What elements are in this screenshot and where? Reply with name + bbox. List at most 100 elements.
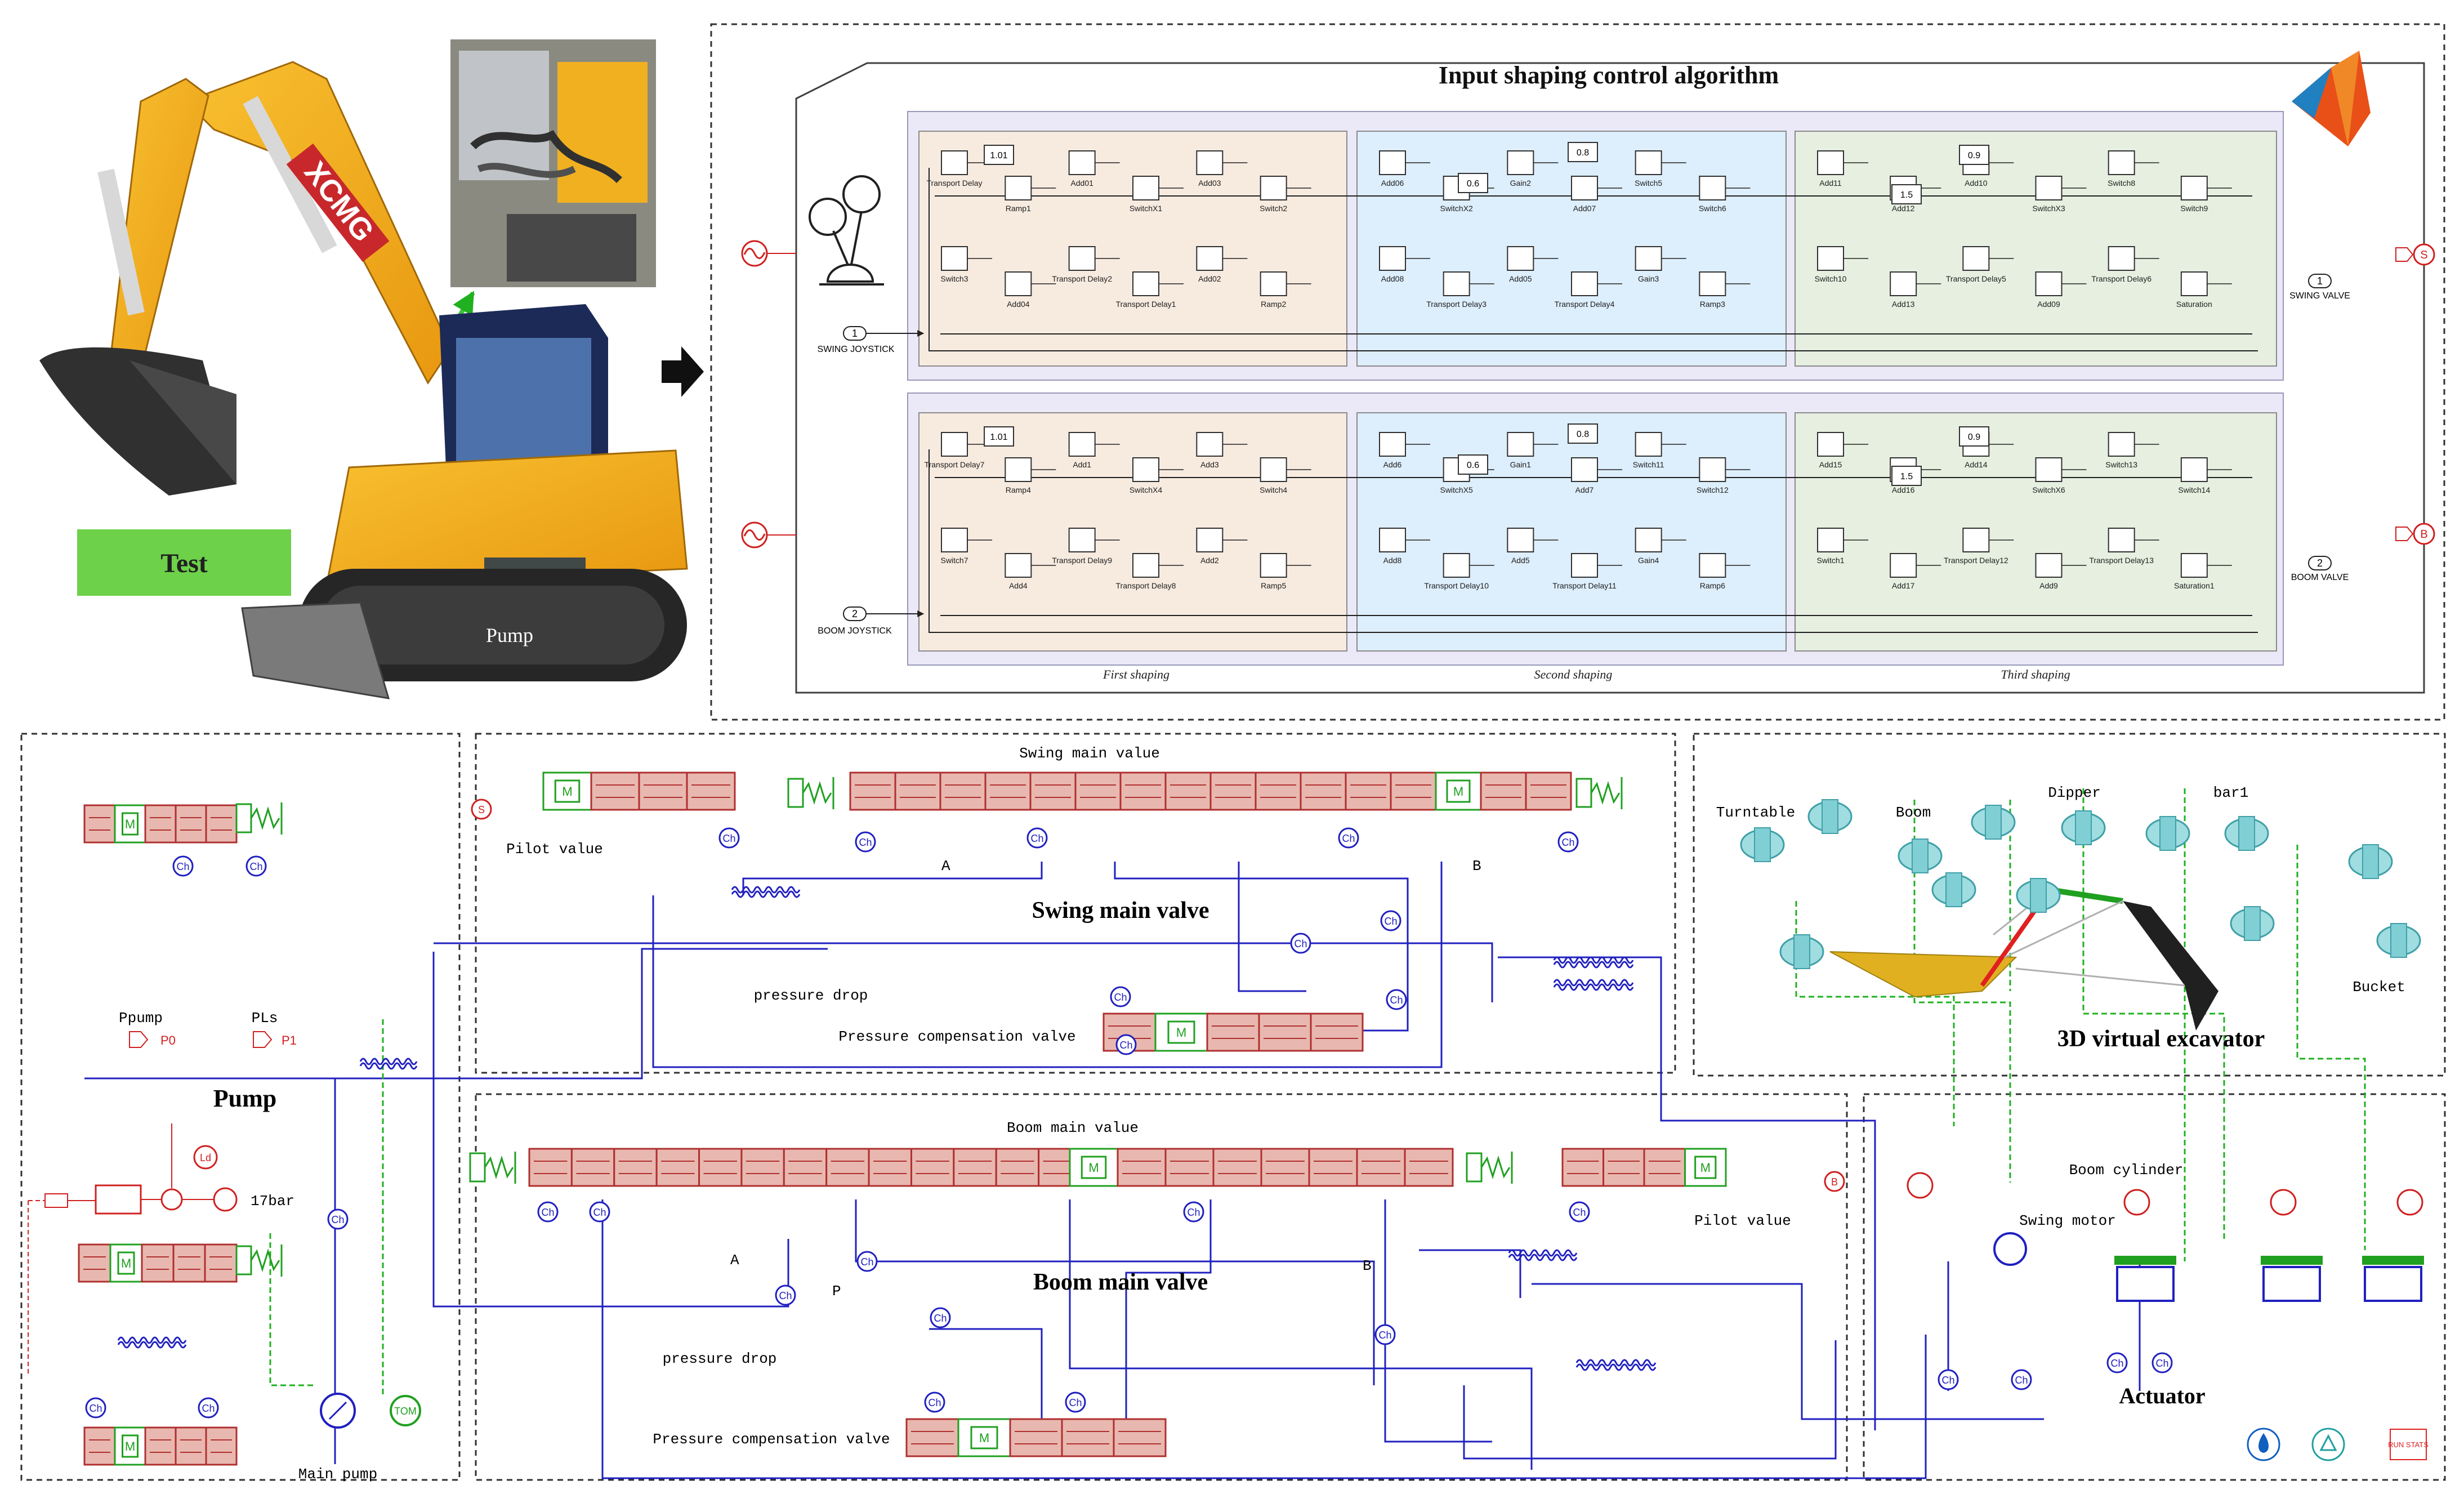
svg-text:Ch: Ch: [1390, 994, 1403, 1006]
swing-pcv-label: Pressure compensation valve: [838, 1028, 1075, 1045]
svg-text:Ramp5: Ramp5: [1261, 581, 1286, 590]
swing-valve-panel: [475, 733, 1676, 1074]
simulink-block: Transport Delay2: [1052, 246, 1120, 283]
hose-pump-0: Ch: [172, 855, 194, 877]
simulink-block: Add04: [1005, 271, 1056, 309]
svg-text:Add01: Add01: [1070, 179, 1093, 188]
simulink-block: Transport Delay10: [1424, 553, 1494, 590]
simulink-block: Ramp3: [1699, 271, 1751, 309]
pump-title: Pump: [213, 1085, 276, 1112]
swing-right-spring: [1575, 777, 1623, 809]
svg-text:Add16: Add16: [1892, 485, 1915, 494]
boom-title: Boom main valve: [1033, 1269, 1208, 1295]
svg-text:Gain4: Gain4: [1638, 556, 1659, 565]
swing-header: Swing main value: [1019, 745, 1160, 762]
simulink-block: Add6: [1379, 432, 1430, 469]
svg-text:Add02: Add02: [1198, 274, 1221, 283]
swing-main-valve-right: M: [1390, 771, 1572, 811]
hose-swing-7: Ch: [1110, 986, 1131, 1007]
svg-text:Ch: Ch: [1573, 1207, 1586, 1218]
svg-text:B: B: [1831, 1176, 1838, 1188]
simulink-subsystem-1: Transport DelayRamp1Add01SwitchX1Add03Sw…: [907, 111, 2284, 381]
svg-text:Transport Delay1: Transport Delay1: [1116, 300, 1176, 309]
constant-block: 0.9: [1959, 145, 1989, 165]
svg-text:Saturation: Saturation: [2176, 300, 2212, 309]
brand-plate: [286, 143, 390, 262]
pump-control-valve: M: [83, 1426, 238, 1466]
svg-text:Ch: Ch: [249, 861, 262, 872]
simulink-block: Add06: [1379, 150, 1430, 188]
virtual-joint: [2376, 923, 2421, 958]
simulink-block: Ramp1: [1005, 176, 1056, 213]
simulink-block: Switch7: [940, 528, 992, 565]
ppump-label: Ppump: [119, 1010, 163, 1027]
hose-swing-9: Ch: [1115, 1034, 1137, 1055]
hose-swing-2: Ch: [1026, 827, 1048, 849]
virtual-title: 3D virtual excavator: [2057, 1026, 2265, 1052]
simulink-block: Gain4: [1635, 528, 1686, 565]
swing-joystick-port: 1 SWING JOYSTICK: [818, 326, 925, 354]
mechanical-domain-icon[interactable]: [2311, 1428, 2345, 1461]
run-stats-button[interactable]: RUN STATS: [2388, 1429, 2429, 1460]
svg-text:Add8: Add8: [1383, 556, 1402, 565]
svg-text:M: M: [562, 784, 572, 799]
constant-block: 1.5: [1891, 184, 1922, 204]
boom-input-tag: B: [1824, 1171, 1845, 1192]
constant-block: 0.6: [1458, 173, 1488, 193]
load-sense-spring: [235, 1245, 283, 1277]
hose-boom-5: Ch: [1183, 1201, 1204, 1223]
svg-text:0.8: 0.8: [1577, 148, 1589, 158]
svg-text:M: M: [1176, 1025, 1186, 1040]
boom-pcv-label: Pressure compensation valve: [653, 1431, 890, 1448]
simulink-block: Transport Delay4: [1555, 271, 1622, 309]
boom-cylinder-label: Boom cylinder: [2069, 1162, 2184, 1179]
svg-text:P0: P0: [160, 1033, 176, 1047]
svg-text:Add03: Add03: [1198, 179, 1221, 188]
svg-text:M: M: [125, 817, 135, 831]
svg-text:Switch13: Switch13: [2105, 460, 2137, 469]
pls-tag: P1: [253, 1031, 297, 1048]
ppump-tag: P0: [129, 1031, 176, 1048]
simulink-block: Add11: [1817, 150, 1868, 188]
swing-title: Swing main valve: [1032, 898, 1209, 924]
hose-swing-5: Ch: [1380, 910, 1401, 931]
simulink-block: Add7: [1571, 457, 1622, 494]
svg-text:SwitchX3: SwitchX3: [2032, 204, 2065, 213]
boom-left-spring: [469, 1152, 516, 1184]
pls-label: PLs: [252, 1010, 278, 1027]
svg-text:Ramp6: Ramp6: [1700, 581, 1725, 590]
test-badge: [77, 529, 291, 596]
hose-boom-1: Ch: [589, 1201, 610, 1223]
simulink-block: Transport Delay5: [1946, 246, 2014, 283]
svg-text:Add04: Add04: [1007, 300, 1030, 309]
svg-text:Transport Delay: Transport Delay: [926, 179, 982, 188]
svg-text:0.6: 0.6: [1467, 461, 1479, 470]
simulink-block: Add4: [1005, 553, 1056, 590]
virtual-joint: [2224, 816, 2269, 851]
svg-text:Ch: Ch: [928, 1397, 941, 1408]
simulink-block: Transport Delay13: [2089, 528, 2159, 565]
run-stats-label: RUN STATS: [2388, 1440, 2429, 1449]
simulink-block: Switch5: [1635, 150, 1686, 188]
svg-text:Add12: Add12: [1892, 204, 1915, 213]
hose-boom-9: Ch: [1065, 1391, 1086, 1413]
boom-joystick-label: BOOM JOYSTICK: [818, 626, 892, 636]
simulink-block: Switch14: [2178, 457, 2232, 494]
svg-text:Ch: Ch: [1561, 837, 1574, 848]
test-label: Test: [160, 548, 208, 578]
simulink-block: Add15: [1817, 432, 1868, 469]
virtual-joint: [1779, 934, 1824, 969]
svg-text:0.9: 0.9: [1968, 432, 1980, 442]
hose-swing-6: Ch: [1290, 933, 1311, 954]
svg-text:M: M: [979, 1431, 989, 1445]
svg-text:SwitchX6: SwitchX6: [2032, 485, 2065, 494]
svg-text:1.5: 1.5: [1900, 472, 1913, 481]
shaping-stage-3: [1795, 412, 2277, 652]
svg-text:Ch: Ch: [860, 1256, 873, 1268]
load-tag: Ld: [193, 1145, 218, 1170]
bucket-label: Bucket: [2353, 979, 2405, 996]
virtual-dipper: [2123, 901, 2219, 1031]
hydraulic-domain-icon[interactable]: [2247, 1428, 2280, 1461]
svg-text:Switch7: Switch7: [940, 556, 968, 565]
